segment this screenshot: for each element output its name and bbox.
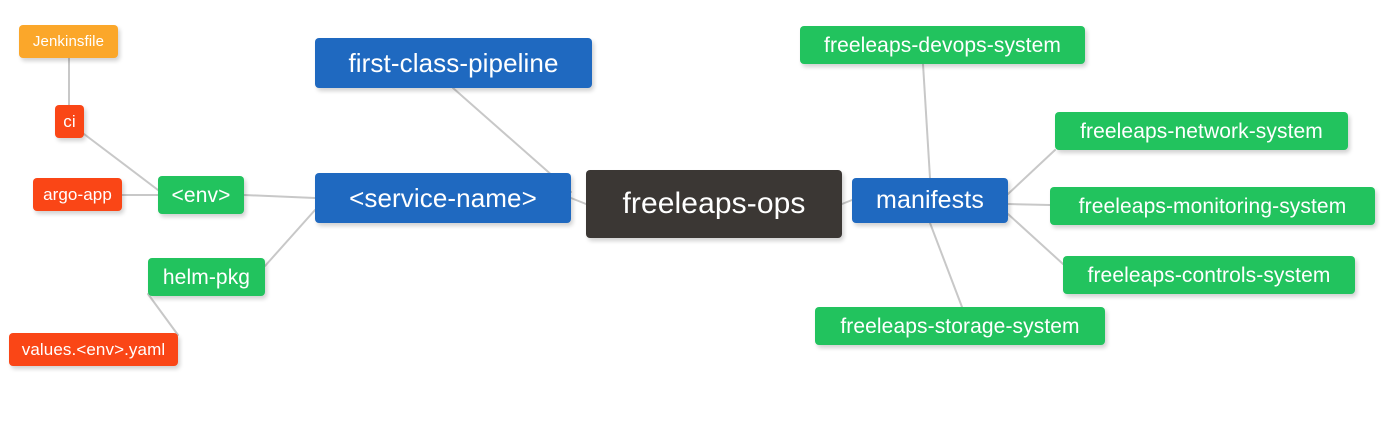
mindmap-node-freeleaps-controls-system[interactable]: freeleaps-controls-system xyxy=(1063,256,1355,294)
mindmap-edge-manifests-to-freeleaps-devops-system xyxy=(922,63,931,179)
mindmap-node-helm-pkg[interactable]: helm-pkg xyxy=(148,258,265,296)
mindmap-node-values-yaml[interactable]: values.<env>.yaml xyxy=(9,333,178,366)
mindmap-node-service-name[interactable]: <service-name> xyxy=(315,173,571,223)
mindmap-edge-root-to-manifests xyxy=(841,199,853,205)
mindmap-edge-service-name-to-env xyxy=(243,194,316,199)
mindmap-node-env[interactable]: <env> xyxy=(158,176,244,214)
mindmap-node-freeleaps-monitoring-system[interactable]: freeleaps-monitoring-system xyxy=(1050,187,1375,225)
mindmap-node-freeleaps-storage-system[interactable]: freeleaps-storage-system xyxy=(815,307,1105,345)
mindmap-node-manifests[interactable]: manifests xyxy=(852,178,1008,223)
mindmap-node-jenkinsfile[interactable]: Jenkinsfile xyxy=(19,25,118,58)
mindmap-edge-manifests-to-freeleaps-storage-system xyxy=(929,222,963,308)
mindmap-edge-service-name-to-helm-pkg xyxy=(264,209,316,267)
mindmap-edge-manifests-to-freeleaps-monitoring-system xyxy=(1007,203,1051,206)
mindmap-node-freeleaps-network-system[interactable]: freeleaps-network-system xyxy=(1055,112,1348,150)
mindmap-node-freeleaps-devops-system[interactable]: freeleaps-devops-system xyxy=(800,26,1085,64)
mindmap-edge-root-to-service-name xyxy=(570,197,587,205)
mindmap-edge-helm-pkg-to-values-yaml xyxy=(147,293,179,336)
mindmap-node-ci[interactable]: ci xyxy=(55,105,84,138)
mindmap-node-argo-app[interactable]: argo-app xyxy=(33,178,122,211)
mindmap-edge-manifests-to-freeleaps-network-system xyxy=(1007,149,1056,195)
mindmap-node-root[interactable]: freeleaps-ops xyxy=(586,170,842,238)
mindmap-node-first-class-pipeline[interactable]: first-class-pipeline xyxy=(315,38,592,88)
